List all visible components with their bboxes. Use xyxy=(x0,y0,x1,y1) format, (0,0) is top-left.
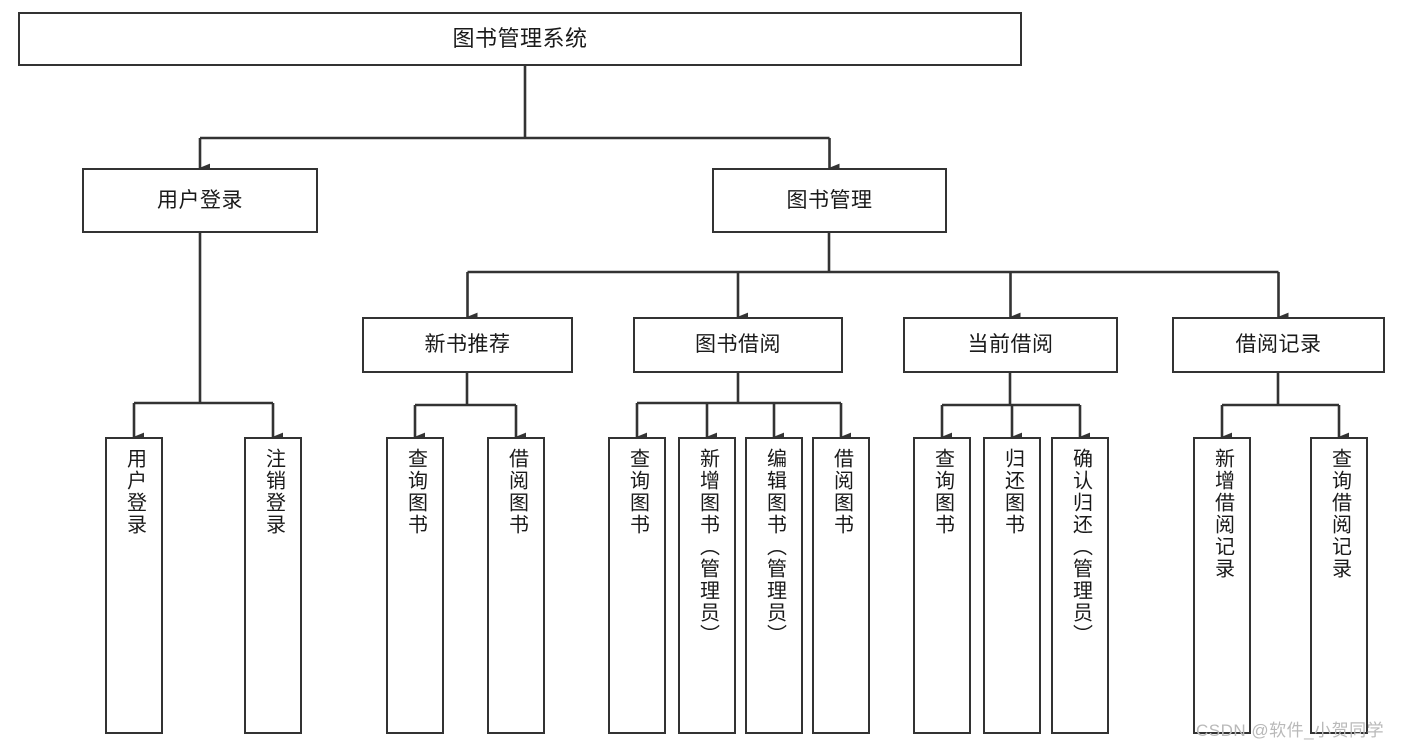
node-leaf-cur-return: 归还图书 xyxy=(983,437,1041,734)
node-book-borrow: 图书借阅 xyxy=(633,317,843,373)
node-leaf-borrow-lend: 借阅图书 xyxy=(812,437,870,734)
node-label: 新书推荐 xyxy=(424,333,511,357)
node-label: 用户登录 xyxy=(157,188,243,212)
node-leaf-borrow-edit: 编辑图书（管理员） xyxy=(745,437,803,734)
node-leaf-rec-search: 查询借阅记录 xyxy=(1310,437,1368,734)
node-label: 图书借阅 xyxy=(695,333,781,357)
node-label: 用户登录 xyxy=(123,448,146,536)
node-label: 借阅图书 xyxy=(830,448,853,536)
node-label: 借阅记录 xyxy=(1235,333,1322,357)
node-label: 图书管理系统 xyxy=(452,25,588,51)
node-book-manage: 图书管理 xyxy=(712,168,947,233)
node-label: 查询图书 xyxy=(404,448,427,536)
node-leaf-user-logout: 注销登录 xyxy=(244,437,302,734)
node-label: 确认归还（管理员） xyxy=(1069,448,1092,646)
node-leaf-user-login: 用户登录 xyxy=(105,437,163,734)
node-label: 图书管理 xyxy=(786,188,873,212)
node-leaf-borrow-add: 新增图书（管理员） xyxy=(678,437,736,734)
node-label: 查询图书 xyxy=(931,448,954,536)
node-leaf-cur-query: 查询图书 xyxy=(913,437,971,734)
node-leaf-rec-add: 新增借阅记录 xyxy=(1193,437,1251,734)
node-label: 借阅图书 xyxy=(505,448,528,536)
node-user-login: 用户登录 xyxy=(82,168,318,233)
node-label: 查询图书 xyxy=(626,448,649,536)
node-current-borrow: 当前借阅 xyxy=(903,317,1118,373)
node-root: 图书管理系统 xyxy=(18,12,1022,66)
node-label: 归还图书 xyxy=(1001,448,1024,536)
node-leaf-cur-confirm: 确认归还（管理员） xyxy=(1051,437,1109,734)
node-borrow-record: 借阅记录 xyxy=(1172,317,1385,373)
node-leaf-rec-query: 查询图书 xyxy=(386,437,444,734)
node-label: 注销登录 xyxy=(262,448,285,536)
node-leaf-borrow-query: 查询图书 xyxy=(608,437,666,734)
csdn-watermark: CSDN @软件_小贺同学 xyxy=(1196,721,1385,740)
node-label: 新增借阅记录 xyxy=(1211,448,1234,580)
node-label: 编辑图书（管理员） xyxy=(763,448,786,646)
node-new-book-rec: 新书推荐 xyxy=(362,317,573,373)
node-label: 查询借阅记录 xyxy=(1328,448,1351,580)
node-label: 新增图书（管理员） xyxy=(696,448,719,646)
node-label: 当前借阅 xyxy=(967,333,1054,357)
node-leaf-rec-borrow: 借阅图书 xyxy=(487,437,545,734)
